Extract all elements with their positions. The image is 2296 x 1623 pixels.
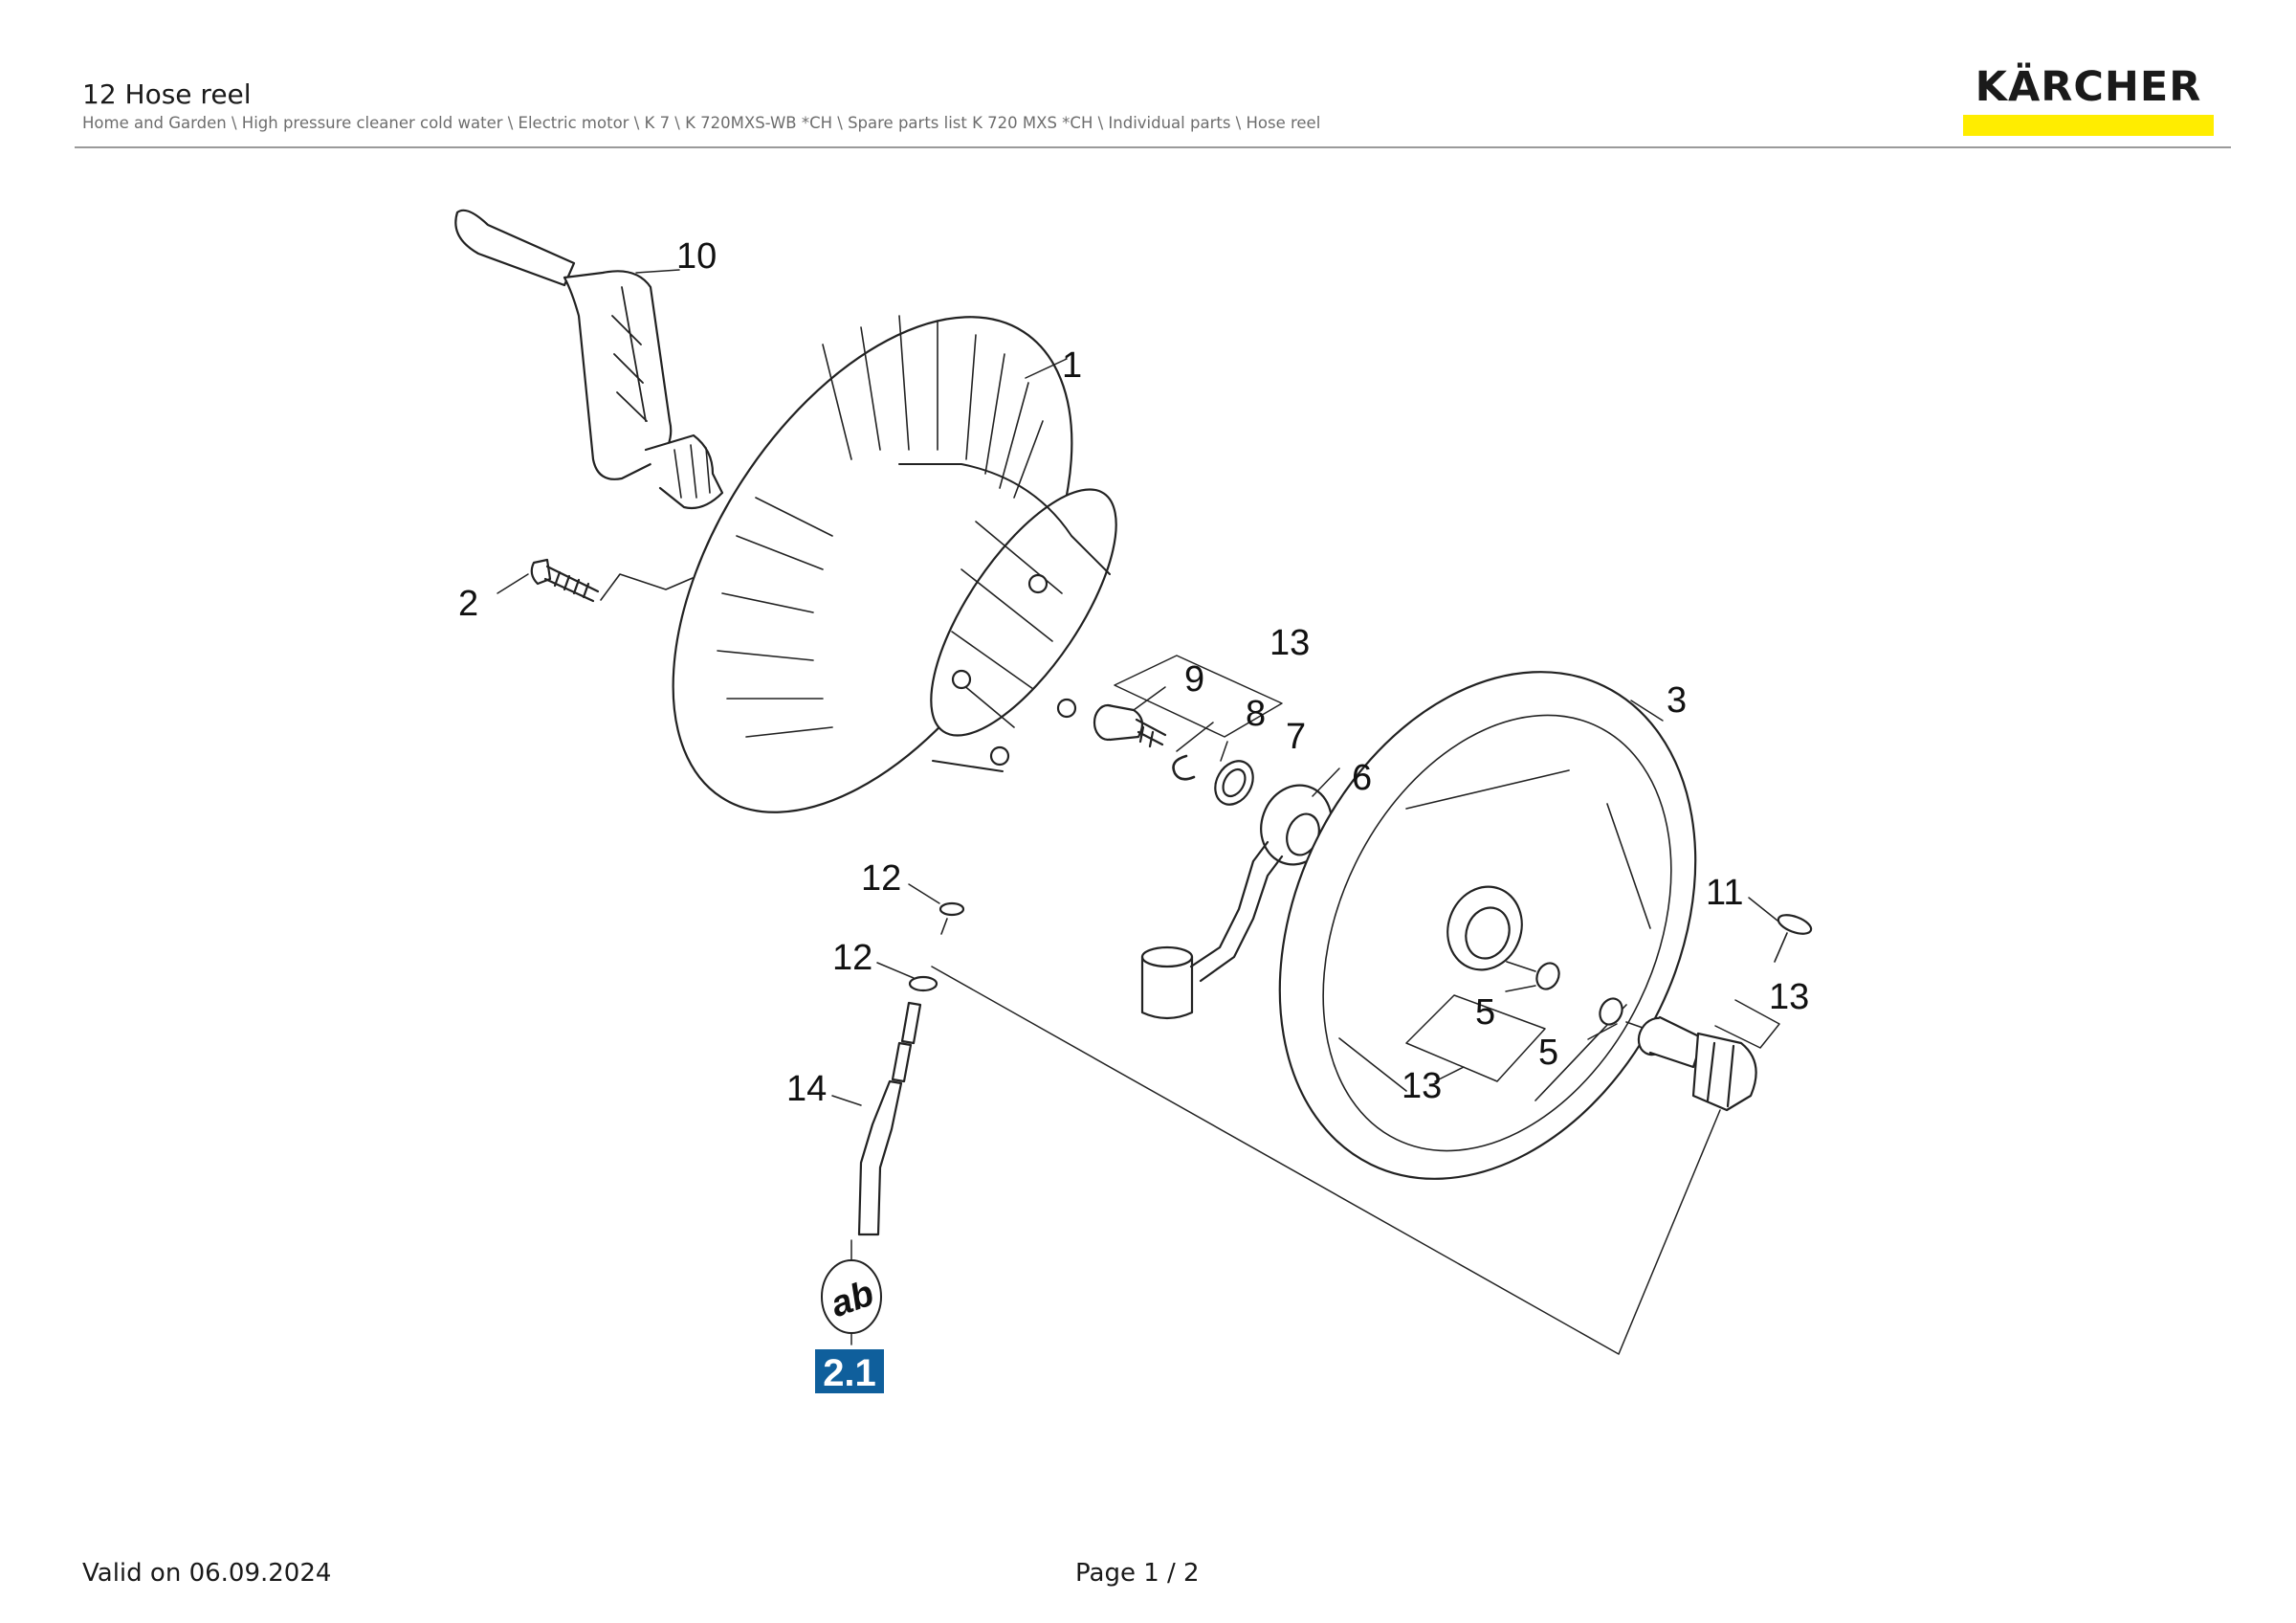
callout-5-upper: 5: [1475, 992, 1495, 1033]
side-plate-part[interactable]: [1199, 602, 1776, 1248]
callout-12-upper: 12: [861, 858, 901, 899]
logo-yellow-bar: [1963, 115, 2214, 136]
nut-ring-part[interactable]: [1774, 911, 1814, 963]
callout-1: 1: [1062, 345, 1082, 386]
validity-date: Valid on 06.09.2024: [82, 1559, 332, 1588]
callout-13-right: 13: [1769, 977, 1809, 1017]
callout-12-lower: 12: [832, 938, 872, 978]
callout-2: 2: [458, 584, 478, 624]
coupling-part[interactable]: [1632, 1012, 1757, 1112]
reference-badge-label[interactable]: 2.1: [823, 1352, 876, 1394]
breadcrumb[interactable]: Home and Garden \ High pressure cleaner …: [82, 114, 1321, 132]
callout-3: 3: [1667, 680, 1687, 721]
high-pressure-hose-part[interactable]: [857, 1001, 922, 1236]
callout-6: 6: [1352, 758, 1372, 798]
page-number: Page 1 / 2: [1075, 1559, 1200, 1588]
callout-9: 9: [1184, 659, 1204, 700]
header-divider: [75, 146, 2231, 148]
hose-o-ring-part[interactable]: [908, 901, 965, 992]
callout-14: 14: [786, 1069, 827, 1109]
ab-symbol-icon: [821, 1259, 882, 1334]
callout-13-top: 13: [1269, 623, 1310, 663]
callout-5-lower: 5: [1538, 1033, 1558, 1073]
callout-10: 10: [676, 236, 717, 277]
hose-reel-drum-part[interactable]: [591, 248, 1154, 882]
leader-lines: [497, 269, 1780, 1355]
page-title: 12 Hose reel: [82, 78, 252, 110]
callout-7: 7: [1286, 717, 1306, 757]
callout-11: 11: [1706, 873, 1743, 913]
callout-13-bottom: 13: [1402, 1066, 1442, 1106]
logo-wordmark: KÄRCHER: [1975, 63, 2202, 111]
o-ring-part[interactable]: [1172, 754, 1196, 781]
retaining-ring-part[interactable]: [1207, 754, 1260, 812]
fitting-part[interactable]: [1093, 703, 1167, 748]
callout-8: 8: [1246, 694, 1266, 734]
crank-handle-part[interactable]: [454, 209, 724, 510]
seal-ring-part[interactable]: [1506, 960, 1646, 1030]
karcher-logo: KÄRCHER: [1963, 63, 2214, 136]
reference-badge[interactable]: [815, 1349, 884, 1393]
screw-part[interactable]: [530, 558, 694, 603]
